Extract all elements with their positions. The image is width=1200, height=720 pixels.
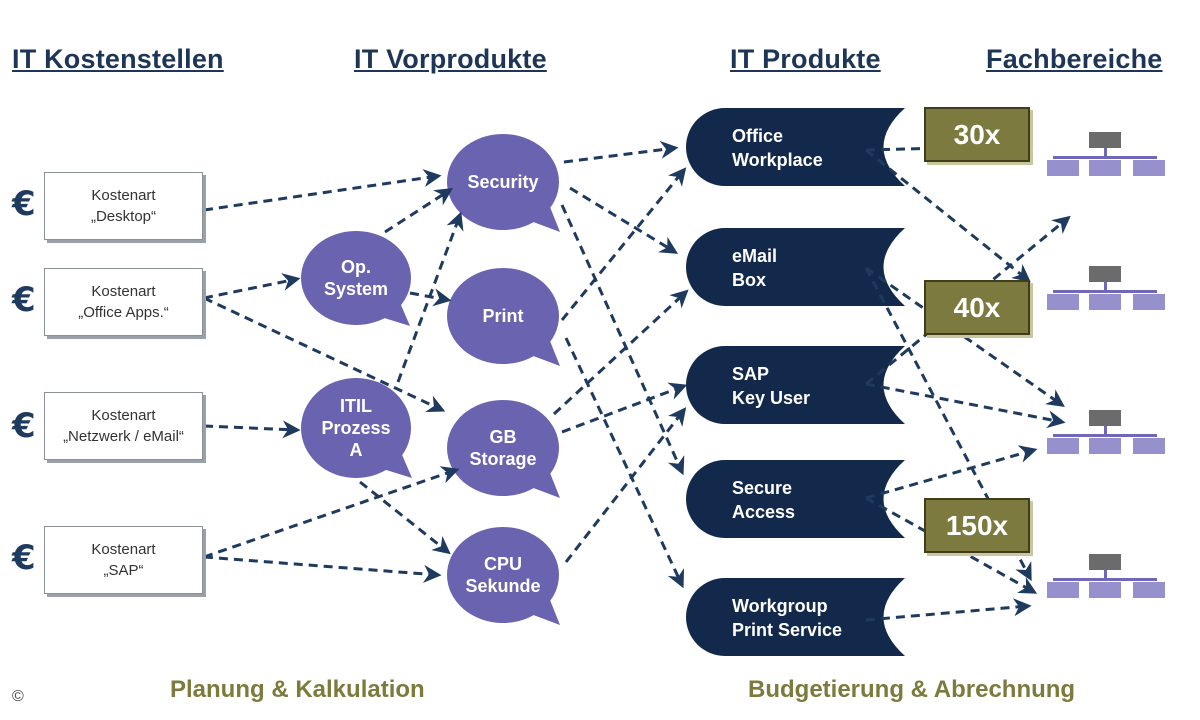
cost-type-label: Kostenart <box>91 541 156 558</box>
cost-type-name: „Desktop“ <box>90 208 157 225</box>
bubble-gb-storage-shape <box>447 400 560 498</box>
arrow-sap-gb-storage <box>203 466 460 559</box>
bubble-security-shape <box>447 134 560 232</box>
product-secure-access: Secure Access <box>732 478 796 522</box>
product-shapes <box>686 108 905 656</box>
product-workgroup-print-shape <box>686 578 905 656</box>
header-fachbereiche: Fachbereiche <box>986 44 1163 74</box>
arrow-office-dept2 <box>865 148 1031 283</box>
footer-budgetierung-abrechnung: Budgetierung & Abrechnung <box>748 676 1076 703</box>
org-chart-icon <box>1047 554 1165 598</box>
multiplier-badge-150x: 150x <box>924 498 1030 553</box>
org-chart-icon <box>1047 410 1165 454</box>
multiplier-badge-40x: 40x <box>924 280 1030 335</box>
product-office-workplace: Office Workplace <box>732 126 823 170</box>
arrow-sap-dept-upper <box>865 215 1071 386</box>
bubble-cpu-sekunde-shape <box>447 527 560 625</box>
arrow-storage-sap <box>561 382 688 434</box>
cost-type-name: „SAP“ <box>103 562 144 579</box>
header-it-produkte: IT Produkte <box>730 44 881 74</box>
product-sap-key-user-shape <box>686 346 905 424</box>
org-chart-icon <box>1047 266 1165 310</box>
arrow-sap-cpu <box>203 555 442 583</box>
arrow-desktop-security <box>203 169 442 212</box>
arrow-itil-cpu <box>359 480 451 555</box>
product-sap-key-user: SAP Key User <box>732 364 811 408</box>
euro-icon: € <box>12 538 36 578</box>
arrow-print-workgroup <box>564 337 685 589</box>
bubble-security: Security <box>467 172 539 192</box>
bubble-cpu-sekunde: CPU Sekunde <box>465 554 541 596</box>
arrow-cpu-sap <box>564 407 687 563</box>
arrow-op-system-security <box>384 188 454 234</box>
product-email-box: eMail Box <box>732 246 778 290</box>
bubble-print: Print <box>482 306 524 326</box>
arrow-sap-dept3 <box>865 382 1066 429</box>
arrow-workgroup-dept4 <box>865 598 1032 622</box>
arrow-security-email <box>569 186 679 254</box>
org-chart-icon <box>1047 132 1165 176</box>
euro-icon: € <box>12 184 36 224</box>
product-office-workplace-shape <box>686 108 905 186</box>
bubble-op-system-shape <box>301 231 411 326</box>
arrow-office-apps-op-system <box>203 273 301 300</box>
header-it-kostenstellen: IT Kostenstellen <box>12 44 224 74</box>
cost-type-name: „Office Apps.“ <box>78 304 169 321</box>
bubble-op-system: Op. System <box>323 257 389 299</box>
product-workgroup-print-service: Workgroup Print Service <box>732 596 843 640</box>
product-email-box-shape <box>686 228 905 306</box>
arrow-security-office <box>563 140 679 164</box>
header-it-vorprodukte: IT Vorprodukte <box>354 44 547 74</box>
footer-planung-kalkulation: Planung & Kalkulation <box>170 676 425 703</box>
bubble-itil-prozess: ITIL Prozess A <box>321 396 391 460</box>
cost-type-sap: Kostenart „SAP“ <box>44 526 203 594</box>
arrow-email-dept3 <box>865 266 1065 408</box>
copyright-icon: © <box>12 688 24 705</box>
bubble-itil-prozess-shape <box>301 378 412 478</box>
cost-type-name: „Netzwerk / eMail“ <box>63 428 184 445</box>
cost-type-netzwerk-email: Kostenart „Netzwerk / eMail“ <box>44 392 203 460</box>
bubble-gb-storage: GB Storage <box>469 427 537 469</box>
bubble-print-shape <box>447 268 560 366</box>
cost-type-label: Kostenart <box>91 407 156 424</box>
arrow-print-office <box>560 167 687 321</box>
euro-icon: € <box>12 280 36 320</box>
product-secure-access-shape <box>686 460 905 538</box>
arrow-security-secure-access <box>560 204 685 476</box>
cost-type-desktop: Kostenart „Desktop“ <box>44 172 203 240</box>
cost-type-office-apps: Kostenart „Office Apps.“ <box>44 268 203 336</box>
multiplier-badge-30x: 30x <box>924 107 1030 162</box>
euro-icon: € <box>12 406 36 446</box>
cost-type-label: Kostenart <box>91 187 156 204</box>
cost-type-label: Kostenart <box>91 283 156 300</box>
arrow-netzwerk-itil <box>203 420 301 439</box>
